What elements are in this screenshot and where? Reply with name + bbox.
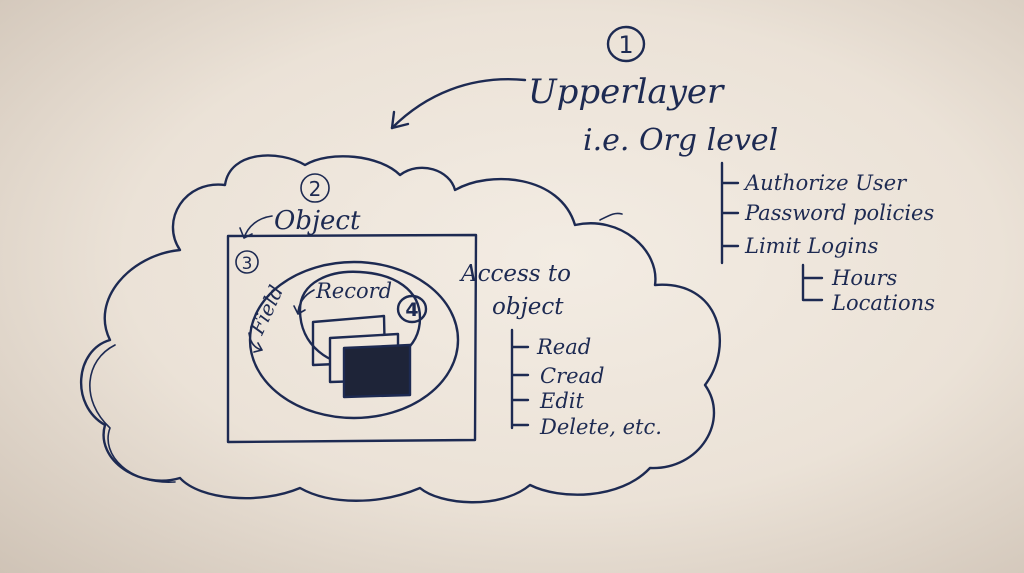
access-item-cread: Cread bbox=[540, 364, 605, 388]
object-label: Object bbox=[274, 206, 361, 236]
number-2-circle bbox=[300, 173, 330, 203]
upper-layer-subtitle: i.e. Org level bbox=[583, 123, 778, 158]
access-item-read: Read bbox=[536, 335, 591, 359]
number-4-circle bbox=[396, 294, 428, 324]
number-4: 4 bbox=[405, 299, 418, 321]
cloud-outline-sketch bbox=[89, 344, 176, 483]
subitem-locations: Locations bbox=[831, 291, 935, 315]
number-2: 2 bbox=[309, 177, 322, 201]
number-1-circle bbox=[606, 25, 646, 63]
logins-subtree-line bbox=[801, 263, 824, 302]
upper-item-password: Password policies bbox=[744, 201, 934, 225]
number-3: 3 bbox=[242, 254, 253, 274]
cloud-outline bbox=[80, 154, 721, 504]
upper-layer-arrow bbox=[390, 78, 527, 130]
cloud-outline-sketch-2 bbox=[599, 212, 623, 221]
record-label: Record bbox=[315, 279, 392, 303]
number-3-circle bbox=[235, 250, 259, 274]
access-title-line1: Access to bbox=[459, 261, 571, 287]
upper-item-authorize: Authorize User bbox=[743, 171, 908, 195]
record-stack-icon bbox=[311, 314, 412, 399]
upper-tree-line bbox=[720, 161, 740, 265]
access-item-delete: Delete, etc. bbox=[539, 415, 662, 439]
object-box bbox=[226, 233, 478, 444]
access-tree-line bbox=[510, 328, 530, 430]
number-1: 1 bbox=[618, 31, 633, 59]
access-title-line2: object bbox=[492, 294, 564, 320]
upper-layer-title: Upperlayer bbox=[528, 72, 725, 112]
access-item-edit: Edit bbox=[539, 389, 584, 413]
subitem-hours: Hours bbox=[831, 266, 898, 290]
field-arrow bbox=[248, 332, 263, 353]
upper-layer-arrowhead bbox=[390, 110, 410, 130]
upper-item-limit-logins: Limit Logins bbox=[744, 234, 879, 258]
field-label: Field bbox=[244, 281, 288, 339]
record-arrow bbox=[293, 289, 315, 315]
